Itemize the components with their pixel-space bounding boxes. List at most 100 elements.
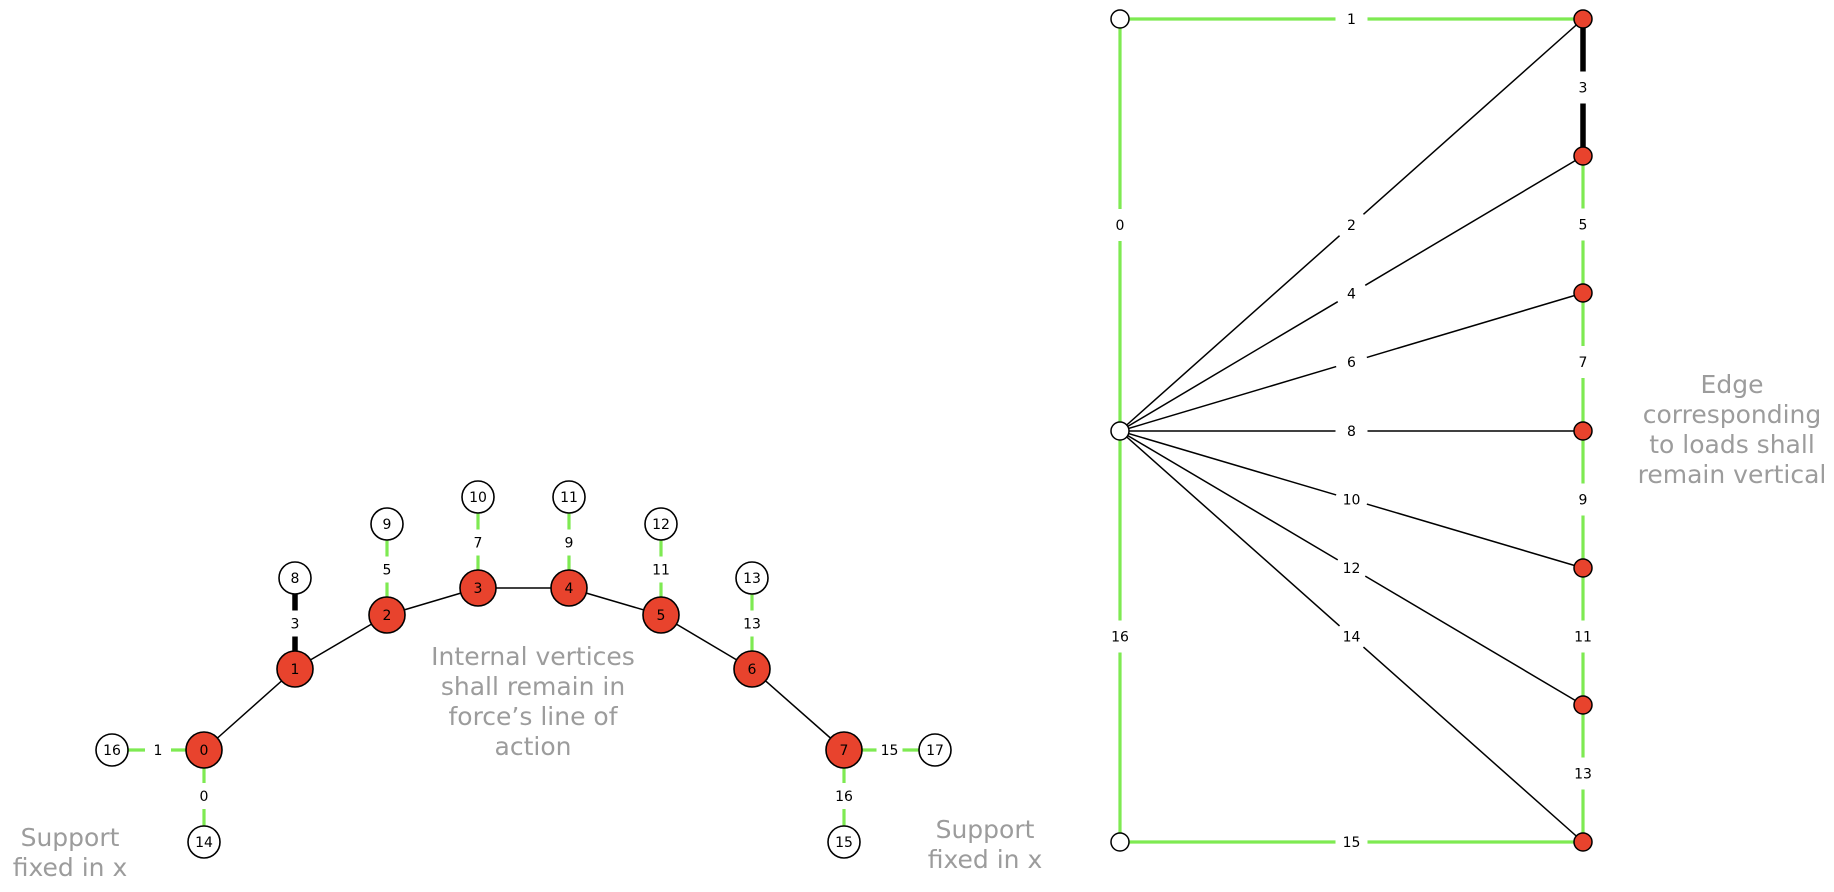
form-edge-label: 5: [383, 563, 392, 579]
form-node-circle: [735, 561, 769, 595]
form-node-circle: [95, 733, 129, 767]
form-edge-label: 3: [291, 617, 300, 633]
force-edge-line: [1366, 503, 1584, 569]
form-node-3: 3: [459, 569, 497, 607]
force-edge: 13: [1574, 705, 1592, 842]
form-node-10: 10: [461, 480, 495, 514]
form-edge-label: 13: [743, 617, 761, 633]
form-edge-line: [203, 668, 296, 751]
form-node-circle: [552, 480, 586, 514]
form-node-15: 15: [827, 825, 861, 859]
form-node-4: 4: [550, 569, 588, 607]
force-edge: 9: [1579, 431, 1587, 568]
force-edge-line: [1119, 430, 1337, 496]
force-edge: 11: [1574, 568, 1592, 705]
force-edge-label: 14: [1343, 630, 1361, 646]
form-node-label: 17: [926, 743, 944, 759]
internal-vertices-annotation: Internal vertices shall remain in force’…: [418, 642, 648, 762]
force-edge-line: [1362, 646, 1584, 843]
form-edge: [203, 668, 296, 751]
form-node-label: 8: [291, 571, 300, 587]
force-edge: 0: [1116, 19, 1125, 431]
form-node-label: 4: [565, 581, 574, 597]
form-node-circle: [918, 733, 952, 767]
force-edge-label: 1: [1347, 12, 1356, 28]
force-node: [1573, 832, 1593, 852]
form-node-17: 17: [918, 733, 952, 767]
force-node: [1110, 9, 1130, 29]
force-edge: 12: [1119, 430, 1584, 706]
form-node-circle: [827, 825, 861, 859]
force-edge-label: 0: [1116, 218, 1125, 234]
force-edge-label: 2: [1347, 218, 1356, 234]
form-edge-line: [751, 668, 845, 751]
edge-annot-line-3: to loads shall: [1649, 430, 1815, 459]
edge-annot-line-2: corresponding: [1642, 400, 1822, 429]
right-support-line-2: fixed in x: [927, 845, 1043, 874]
force-edge-line: [1119, 301, 1339, 432]
form-edge-label: 11: [652, 563, 670, 579]
force-node: [1573, 558, 1593, 578]
form-edge: [751, 668, 845, 751]
form-node-label: 14: [195, 835, 213, 851]
form-node-label: 6: [748, 662, 757, 678]
form-node-circle: [187, 825, 221, 859]
form-node-label: 1: [291, 662, 300, 678]
force-edge: 6: [1119, 292, 1584, 432]
force-edge-label: 11: [1574, 630, 1592, 646]
form-node-16: 16: [95, 733, 129, 767]
form-node-6: 6: [733, 650, 771, 688]
form-node-circle: [278, 561, 312, 595]
form-node-circle: [733, 650, 771, 688]
form-node-circle: [642, 596, 680, 634]
internal-line-4: action: [494, 732, 572, 761]
form-node-label: 5: [657, 608, 666, 624]
edge-annot-line-1: Edge: [1700, 370, 1764, 399]
form-node-0: 0: [185, 731, 223, 769]
force-edge-label: 5: [1579, 218, 1588, 234]
form-edge-label: 16: [835, 789, 853, 805]
right-support-line-1: Support: [935, 815, 1035, 844]
form-node-label: 7: [840, 743, 849, 759]
force-edge-label: 8: [1347, 424, 1356, 440]
internal-line-3: force’s line of: [448, 702, 618, 731]
load-edge-annotation: Edge corresponding to loads shall remain…: [1632, 370, 1832, 490]
form-node-12: 12: [644, 507, 678, 541]
force-edge: 4: [1119, 155, 1584, 432]
form-edge-label: 0: [200, 789, 209, 805]
force-edge: 7: [1579, 293, 1588, 431]
force-edge: 2: [1119, 18, 1584, 432]
force-edge: 8: [1120, 424, 1583, 440]
force-edge-label: 12: [1343, 561, 1361, 577]
force-edge-label: 10: [1343, 493, 1361, 509]
force-edge-label: 6: [1347, 355, 1356, 371]
force-node: [1110, 421, 1130, 441]
form-node-circle: [825, 731, 863, 769]
left-support-line-1: Support: [20, 823, 120, 852]
form-node-14: 14: [187, 825, 221, 859]
force-diagram-nodes: [1110, 9, 1593, 852]
form-node-9: 9: [370, 507, 404, 541]
form-node-label: 10: [469, 490, 487, 506]
force-edge-label: 7: [1579, 355, 1588, 371]
force-edge: 14: [1119, 430, 1584, 843]
force-node: [1573, 283, 1593, 303]
form-node-label: 3: [474, 581, 483, 597]
force-node: [1573, 146, 1593, 166]
left-support-annotation: Support fixed in x: [0, 823, 140, 883]
force-edge: 15: [1120, 835, 1583, 851]
form-node-circle: [370, 507, 404, 541]
form-node-circle: [185, 731, 223, 769]
force-edge-label: 16: [1111, 630, 1129, 646]
force-edge-line: [1362, 18, 1584, 215]
form-node-11: 11: [552, 480, 586, 514]
force-edge-label: 4: [1347, 287, 1356, 303]
form-node-label: 12: [652, 517, 670, 533]
force-node: [1573, 9, 1593, 29]
form-node-5: 5: [642, 596, 680, 634]
form-node-label: 2: [383, 608, 392, 624]
form-edge-label: 15: [881, 743, 899, 759]
